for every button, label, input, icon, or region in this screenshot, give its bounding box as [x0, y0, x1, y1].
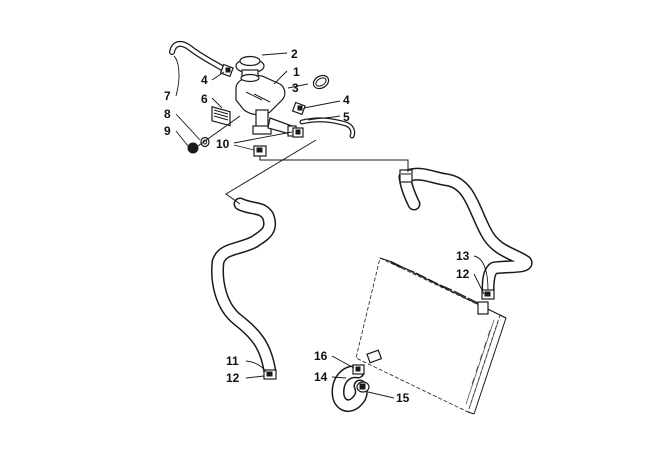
leader-lines — [173, 52, 489, 399]
callout-10: 10 — [216, 137, 230, 151]
clamp-12-upper — [481, 289, 495, 300]
hose-clamp-ring — [312, 74, 330, 90]
callout-6: 6 — [201, 92, 208, 106]
callout-3: 3 — [292, 81, 299, 95]
callout-4-right: 4 — [343, 93, 350, 107]
filler-neck-assembly — [235, 75, 297, 137]
callout-2: 2 — [291, 47, 298, 61]
clamp-16 — [352, 364, 365, 375]
radiator — [355, 257, 507, 415]
clamp-10-upper — [292, 127, 304, 138]
hose-13 — [398, 167, 533, 299]
clamp-4-right — [291, 101, 306, 116]
callout-12-upper: 12 — [456, 267, 470, 281]
callout-labels: 1 2 3 4 4 5 6 7 8 9 10 11 12 12 13 14 15… — [164, 47, 470, 405]
callout-4-left: 4 — [201, 73, 208, 87]
clamp-4-left — [219, 63, 234, 78]
hose-11 — [211, 197, 277, 379]
callout-7: 7 — [164, 89, 171, 103]
callout-16: 16 — [314, 349, 328, 363]
vent-hose — [299, 117, 356, 139]
radiator-fins — [465, 319, 499, 407]
clamp-15 — [356, 381, 370, 393]
clamp-12-lower — [263, 369, 277, 380]
callout-5: 5 — [343, 110, 350, 124]
clamp-10-lower — [253, 145, 267, 157]
callout-8: 8 — [164, 107, 171, 121]
decal — [211, 106, 231, 127]
callout-11: 11 — [226, 354, 239, 368]
callout-15: 15 — [396, 391, 410, 405]
pressure-cap — [235, 55, 265, 83]
callout-9: 9 — [164, 124, 171, 138]
hose-14 — [331, 365, 368, 412]
callout-12-lower: 12 — [226, 371, 240, 385]
callout-1: 1 — [293, 65, 300, 79]
callout-14: 14 — [314, 370, 328, 384]
callout-13: 13 — [456, 249, 470, 263]
overflow-hose — [169, 40, 225, 71]
nut — [187, 142, 199, 154]
